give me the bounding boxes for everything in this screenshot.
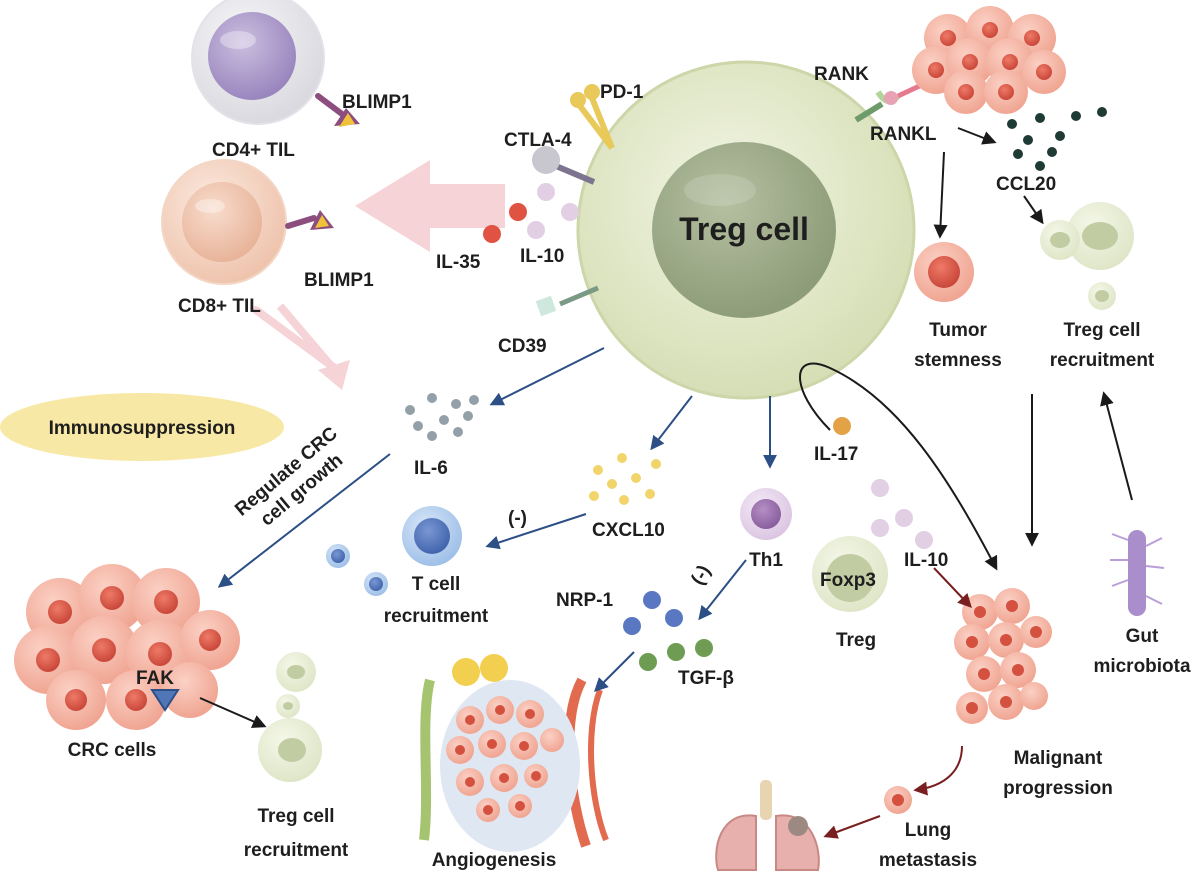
suppression-arrow xyxy=(355,160,505,252)
treg-recruit-cells-left xyxy=(258,652,322,782)
arrow-treg-to-cxcl10 xyxy=(650,395,693,451)
arrow-il10-to-malignant xyxy=(933,567,972,609)
lung-label-1: Lung xyxy=(905,820,951,841)
rank-label: RANK xyxy=(814,64,869,85)
malignant-label-1: Malignant xyxy=(1014,748,1103,769)
il10-top-label: IL-10 xyxy=(520,246,564,267)
arrow-tgfb-to-angiogenesis xyxy=(594,651,635,692)
il6-cluster xyxy=(405,393,479,441)
neg-label-cxcl10: (-) xyxy=(508,508,527,529)
cxcl10-cluster xyxy=(589,453,661,505)
angiogenesis-label: Angiogenesis xyxy=(432,850,557,871)
nrp1-label: NRP-1 xyxy=(556,590,613,611)
fak-label: FAK xyxy=(136,668,174,689)
foxp3-label: Foxp3 xyxy=(820,570,876,591)
tumor-stemness-label-1: Tumor xyxy=(929,320,987,341)
blimp1-label-bottom: BLIMP1 xyxy=(304,270,374,291)
il35-label: IL-35 xyxy=(436,252,481,273)
immunosuppression-label: Immunosuppression xyxy=(49,418,236,439)
t-cell-recruit-label-1: T cell xyxy=(412,574,461,595)
ccl20-cluster xyxy=(1007,107,1107,171)
ctla4-receptor-icon xyxy=(532,146,596,185)
cd8-til-cell xyxy=(161,159,287,285)
crc-cell-cluster xyxy=(14,564,240,730)
treg-label: Treg xyxy=(836,630,876,651)
tumor-stemness-cell xyxy=(914,242,974,302)
blimp1-receptor-icon xyxy=(285,210,334,230)
gut-microbiota-icon xyxy=(1110,530,1165,616)
arrow-ccl20-to-treg xyxy=(1023,195,1044,225)
gut-label-1: Gut xyxy=(1126,626,1159,647)
cd8-til-label: CD8+ TIL xyxy=(178,296,261,317)
nrp1-cluster xyxy=(623,591,683,635)
malignant-tumor-cluster xyxy=(954,588,1052,724)
cd4-til-cell xyxy=(191,0,325,125)
foxp3-treg-cell xyxy=(812,536,888,612)
treg-recruit-right-label-2: recruitment xyxy=(1050,350,1155,371)
blimp1-label-top: BLIMP1 xyxy=(342,92,412,113)
tgfb-label: TGF-β xyxy=(678,668,734,689)
il6-label: IL-6 xyxy=(414,458,448,479)
arrow-metastasis-to-lung xyxy=(823,815,881,839)
ccl20-label: CCL20 xyxy=(996,174,1056,195)
pd1-label: PD-1 xyxy=(600,82,644,103)
t-cell-recruit-label-2: recruitment xyxy=(384,606,489,627)
arrow-malignant-to-metastasis xyxy=(913,745,963,796)
t-cell-recruitment-cells xyxy=(326,506,462,596)
cd39-receptor-icon xyxy=(535,285,599,317)
arrow-treg-to-malignant xyxy=(799,362,998,571)
th1-cell xyxy=(740,488,792,540)
arrow-cxcl10-to-tcell xyxy=(485,513,587,550)
crc-cells-label: CRC cells xyxy=(68,740,157,761)
fak-triangle-icon xyxy=(150,689,180,712)
il10-bottom-label: IL-10 xyxy=(904,550,948,571)
cd4-til-label: CD4+ TIL xyxy=(212,140,295,161)
arrow-treg-to-il6 xyxy=(489,347,605,406)
immunosuppression-arrow xyxy=(252,303,350,390)
treg-cell-title: Treg cell xyxy=(679,211,809,247)
ctla4-label: CTLA-4 xyxy=(504,130,572,151)
cxcl10-label: CXCL10 xyxy=(592,520,665,541)
il35-il10-cluster xyxy=(483,183,579,243)
treg-recruit-right-label-1: Treg cell xyxy=(1063,320,1140,341)
lungs-icon xyxy=(715,780,820,871)
gut-label-2: microbiota xyxy=(1093,656,1191,677)
il17-dot xyxy=(833,417,851,435)
th1-label: Th1 xyxy=(749,550,783,571)
tgfb-cluster xyxy=(639,639,713,671)
malignant-label-2: progression xyxy=(1003,778,1113,799)
arrow-gut-to-treg xyxy=(1100,391,1133,501)
rank-receptor-icon xyxy=(854,79,930,123)
treg-recruit-left-label-1: Treg cell xyxy=(257,806,334,827)
lung-label-2: metastasis xyxy=(879,850,977,871)
blimp1-receptor-icon xyxy=(315,93,360,127)
arrow-rankl-to-ccl20 xyxy=(957,127,997,145)
pd1-receptor-icon xyxy=(570,84,615,150)
treg-recruit-cells-right xyxy=(1040,202,1134,310)
arrow-il6-to-crc xyxy=(217,453,391,588)
angiogenesis-tumor xyxy=(419,654,609,852)
neg-label-th1: (-) xyxy=(687,562,715,589)
treg-recruit-left-label-2: recruitment xyxy=(244,840,349,861)
tumor-cluster-top xyxy=(912,6,1066,114)
treg-cell xyxy=(576,60,916,400)
il10-cluster-bottom xyxy=(871,479,933,549)
arrow-th1-to-nrp1 xyxy=(698,559,747,621)
tumor-stemness-label-2: stemness xyxy=(914,350,1002,371)
metastasis-cell xyxy=(884,786,912,814)
il17-label: IL-17 xyxy=(814,444,858,465)
immunosuppression-ellipse xyxy=(0,393,284,461)
rankl-label: RANKL xyxy=(870,124,937,145)
cd39-label: CD39 xyxy=(498,336,547,357)
arrow-fak-to-treg xyxy=(199,697,267,728)
arrow-rankl-to-stemness xyxy=(933,151,948,239)
